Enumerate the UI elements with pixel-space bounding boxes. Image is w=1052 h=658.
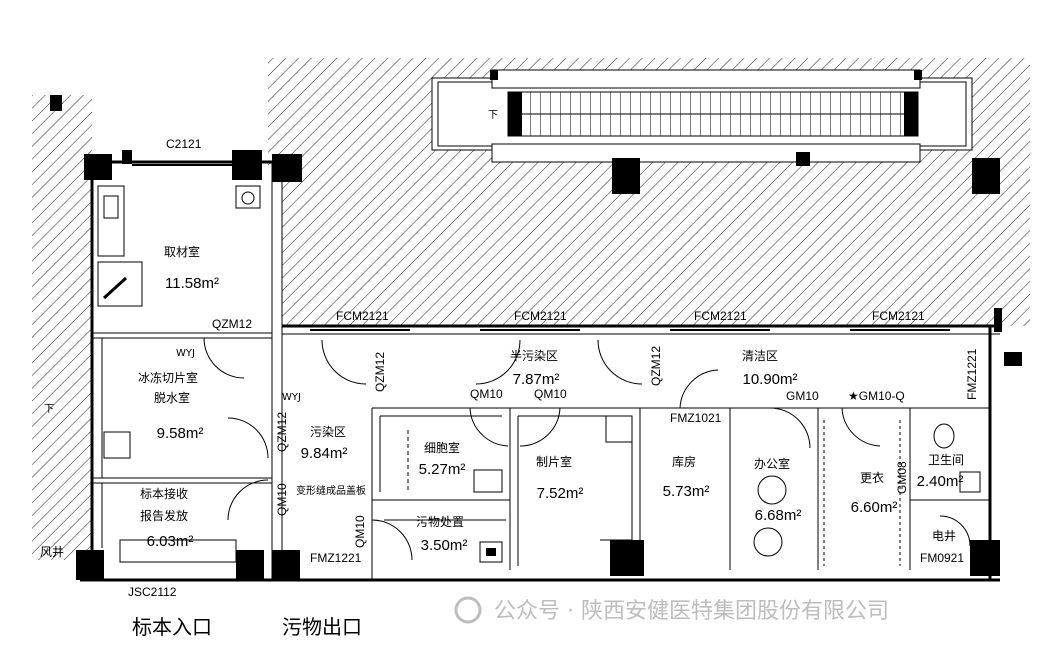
room-name: 取材室 bbox=[164, 244, 200, 259]
window-tag: JSC2112 bbox=[128, 585, 177, 599]
room-area: 10.90m² bbox=[742, 371, 797, 388]
window-tag: FCM2121 bbox=[694, 309, 747, 323]
room-name: 污染区 bbox=[310, 424, 346, 439]
room-area: 2.40m² bbox=[917, 473, 964, 490]
window-tag: FCM2121 bbox=[514, 309, 567, 323]
equipment-tag: WYJ bbox=[282, 392, 301, 403]
door-tag: FMZ1221 bbox=[965, 348, 979, 400]
fixtures bbox=[97, 185, 1022, 563]
door-tag: QM10 bbox=[534, 387, 567, 401]
doors bbox=[203, 337, 971, 561]
door-tag: QM10 bbox=[275, 483, 289, 516]
door-tag: FMZ1221 bbox=[310, 551, 362, 565]
hatched-strip bbox=[268, 58, 282, 168]
room-name: 电井 bbox=[932, 529, 956, 543]
room-area: 5.27m² bbox=[419, 461, 466, 478]
note-label: 变形缝成品盖板 bbox=[296, 484, 366, 497]
windows bbox=[132, 164, 950, 331]
door-tag: FMZ1021 bbox=[670, 411, 722, 425]
room-name: 污物处置 bbox=[416, 515, 464, 529]
door-tag: ★GM10-Q bbox=[848, 389, 905, 403]
room-area: 6.03m² bbox=[147, 533, 194, 550]
watermark: 公众号 · 陕西安健医特集团股份有限公司 bbox=[454, 596, 889, 624]
room-name: 冰冻切片室 bbox=[138, 370, 198, 385]
window-tag: FCM2121 bbox=[336, 309, 389, 323]
room-name: 清洁区 bbox=[742, 349, 778, 363]
watermark-text: 公众号 · 陕西安健医特集团股份有限公司 bbox=[494, 599, 889, 624]
room-area: 6.60m² bbox=[851, 499, 898, 516]
stair-direction: 下 bbox=[488, 110, 498, 121]
stair-block bbox=[431, 69, 973, 166]
room-area: 6.68m² bbox=[755, 507, 802, 524]
room-name: 制片室 bbox=[536, 454, 572, 469]
room-name: 库房 bbox=[672, 454, 696, 469]
column bbox=[972, 158, 1000, 194]
column bbox=[612, 158, 640, 194]
room-name: 办公室 bbox=[754, 456, 790, 471]
room-area: 7.87m² bbox=[513, 371, 560, 388]
exit-label: 污物出口 bbox=[282, 615, 362, 639]
window-tag: C2121 bbox=[166, 137, 202, 151]
equipment-tag: WYJ bbox=[176, 348, 195, 359]
room-name: 脱水室 bbox=[154, 390, 190, 405]
window-tag: FCM2121 bbox=[872, 309, 925, 323]
door-tag: GM08 bbox=[895, 461, 909, 494]
room-area: 9.84m² bbox=[301, 445, 348, 462]
door-tag: QZM12 bbox=[212, 317, 252, 331]
door-tag: FM0921 bbox=[920, 551, 964, 565]
door-tag: QZM12 bbox=[649, 346, 663, 386]
entrance-label: 标本入口 bbox=[132, 615, 212, 639]
watermark-icon bbox=[454, 596, 482, 624]
door-tag: QZM12 bbox=[275, 412, 289, 452]
door-tag: QZM12 bbox=[373, 352, 387, 392]
room-area: 3.50m² bbox=[421, 537, 468, 554]
room-area: 11.58m² bbox=[165, 275, 219, 292]
room-name: 报告发放 bbox=[140, 508, 188, 523]
room-name: 标本接收 bbox=[140, 486, 188, 501]
shaft-label: 风井 bbox=[40, 545, 64, 559]
door-tag: QM10 bbox=[470, 387, 503, 401]
hatched-left-area bbox=[32, 95, 92, 560]
room-area: 9.58m² bbox=[157, 425, 204, 442]
room-area: 5.73m² bbox=[663, 483, 710, 500]
stair-direction: 下 bbox=[44, 404, 54, 415]
room-name: 卫生间 bbox=[928, 453, 964, 467]
door-tag: GM10 bbox=[786, 389, 819, 403]
door-tag: QM10 bbox=[353, 515, 367, 548]
room-area: 7.52m² bbox=[537, 485, 584, 502]
room-name: 细胞室 bbox=[424, 440, 460, 455]
room-name: 半污染区 bbox=[510, 348, 558, 363]
room-name: 更衣 bbox=[860, 470, 884, 485]
columns bbox=[50, 95, 1002, 580]
